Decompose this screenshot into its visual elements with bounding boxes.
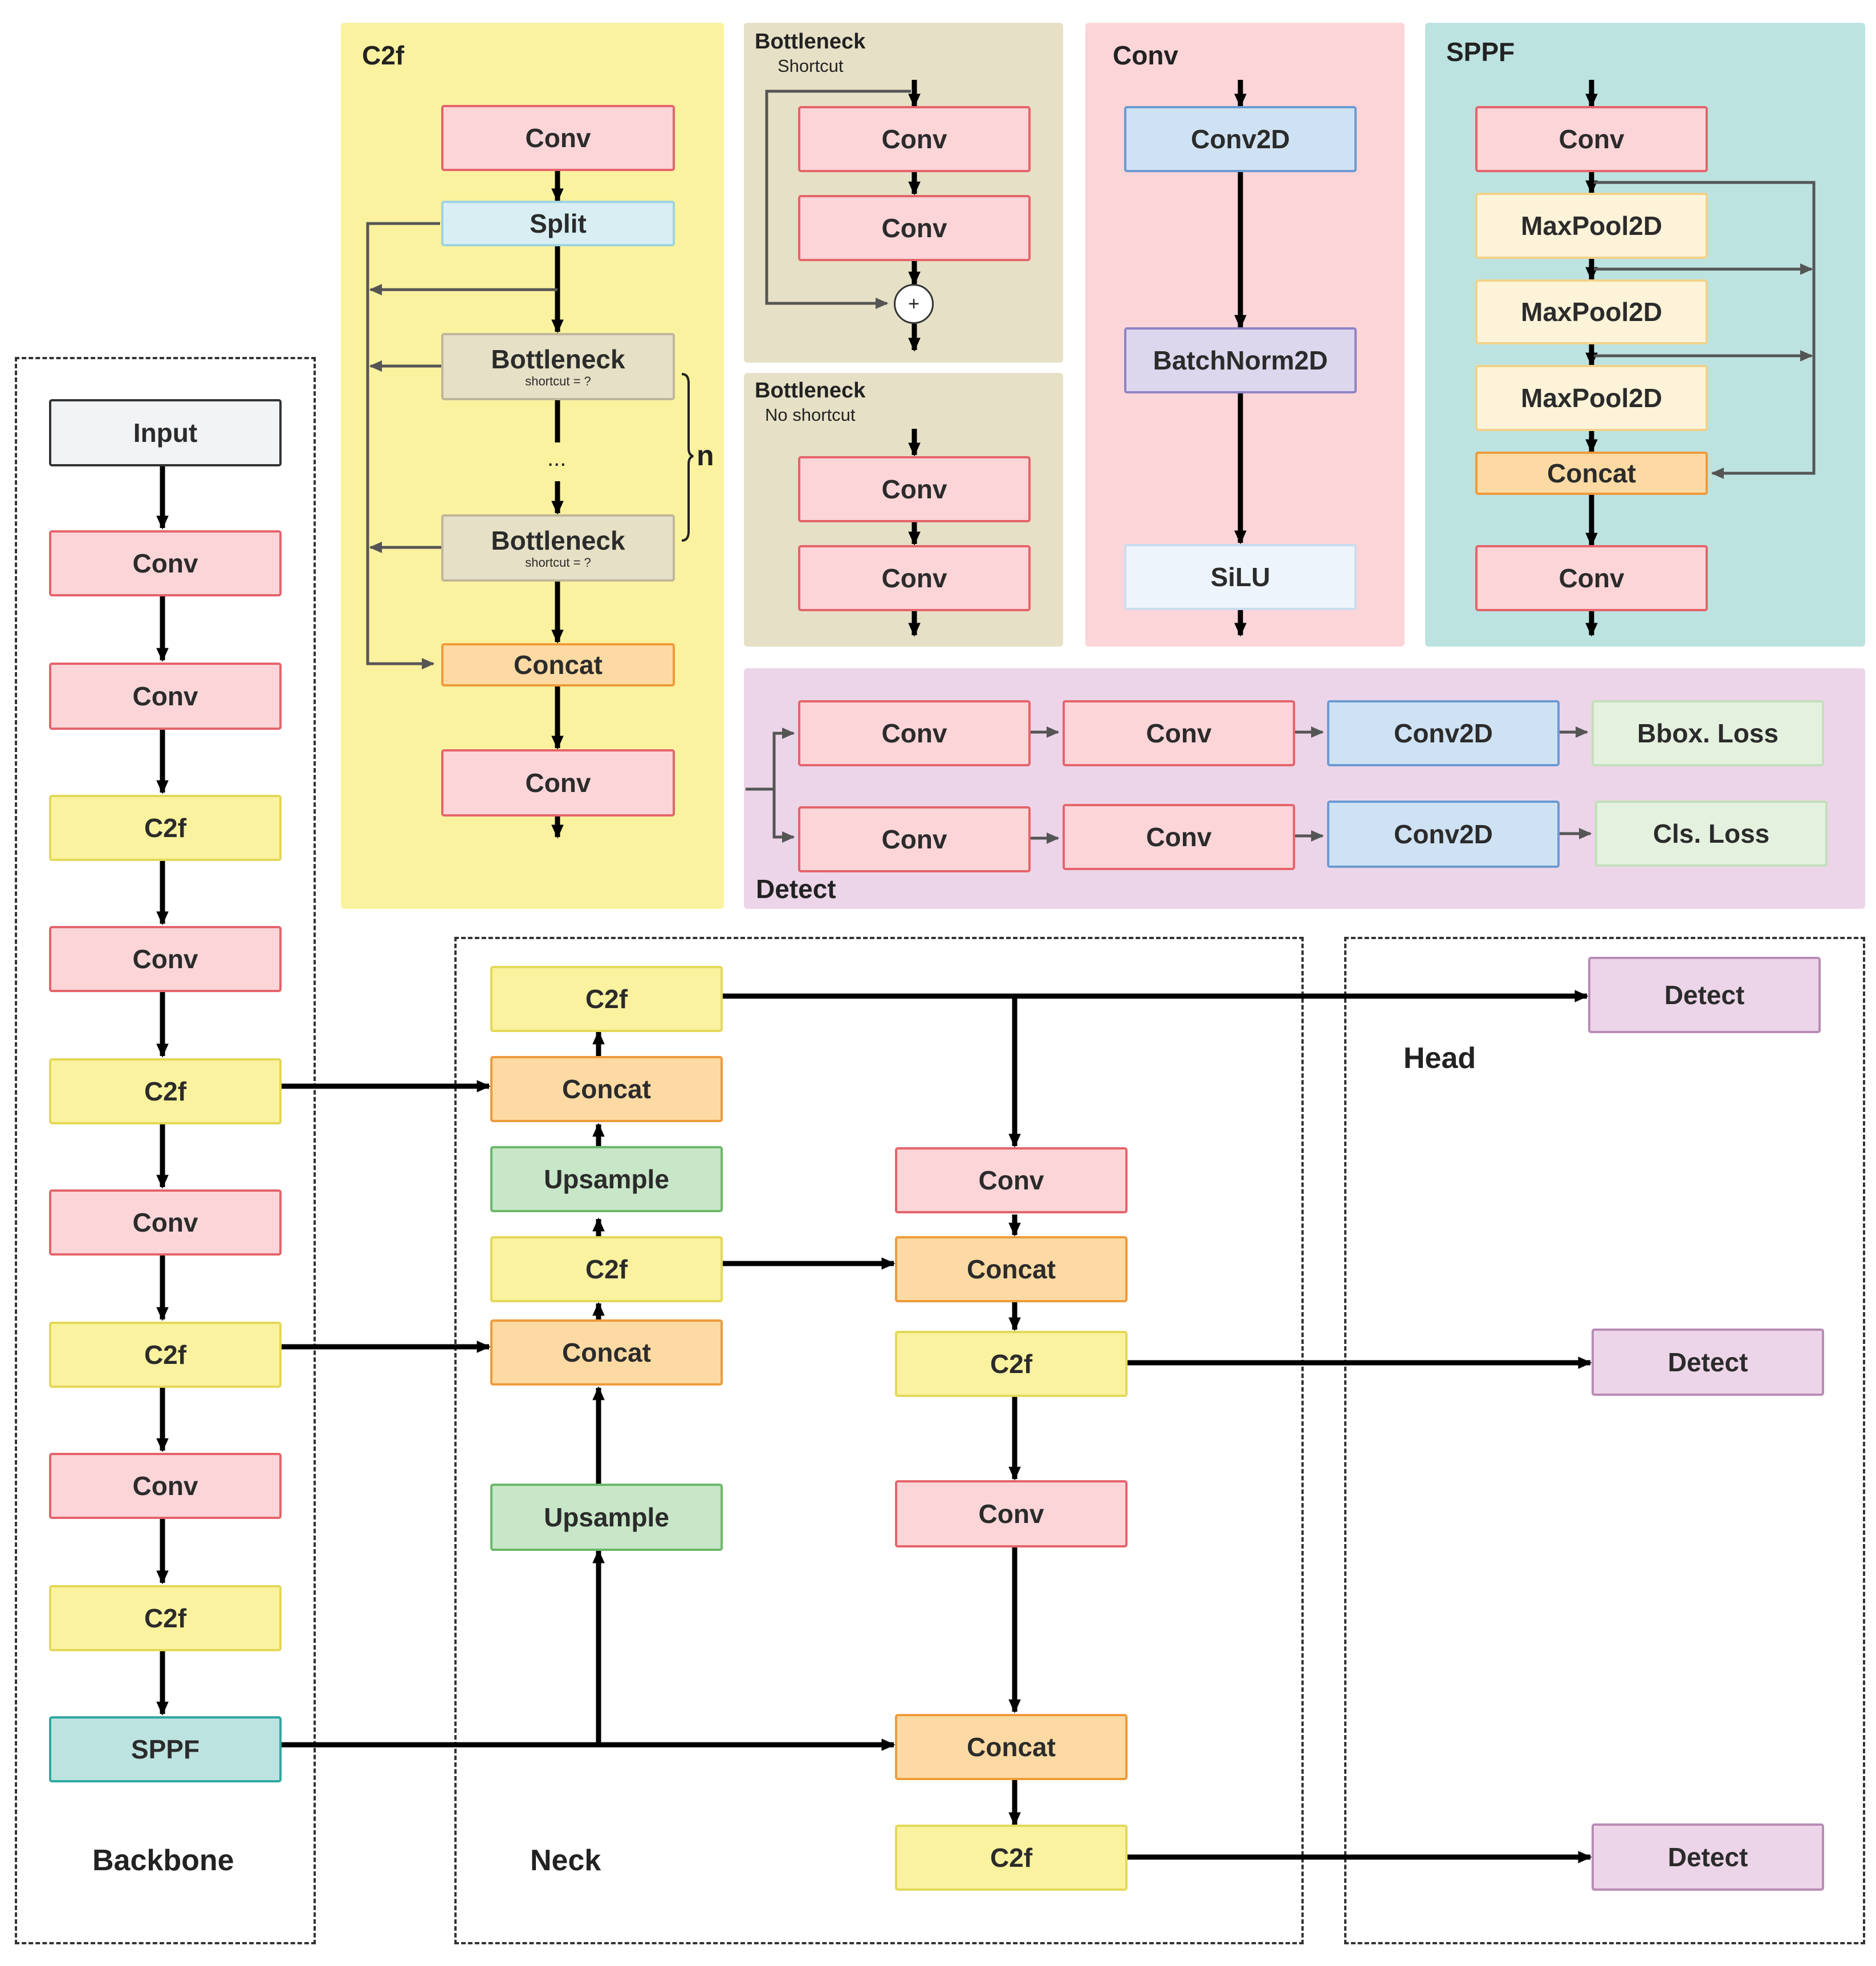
c2f-module-title: C2f	[362, 40, 405, 70]
bottleneck-shortcut-label: shortcut = ?	[525, 555, 591, 570]
bottleneck-label: Bottleneck	[491, 526, 625, 556]
detect-module-bbox-loss-block: Bbox. Loss	[1592, 700, 1824, 766]
detect-module-conv-block: Conv	[798, 700, 1031, 766]
bottleneck-label: Bottleneck	[491, 344, 625, 375]
head-section	[1344, 937, 1865, 1944]
neck-concat-block: Concat	[490, 1319, 723, 1386]
neck-conv-block: Conv	[895, 1147, 1128, 1213]
neck-label: Neck	[530, 1844, 601, 1877]
backbone-conv-block: Conv	[49, 530, 282, 596]
c2f-module-split-block: Split	[441, 201, 675, 246]
bottleneck-shortcut-conv-block: Conv	[798, 106, 1031, 172]
conv-module-title: Conv	[1113, 40, 1178, 70]
backbone-conv-block: Conv	[49, 1453, 282, 1519]
detect-module-conv2d-block: Conv2D	[1327, 700, 1560, 766]
backbone-c2f-block: C2f	[49, 795, 282, 861]
bottleneck-shortcut-label: shortcut = ?	[525, 373, 591, 388]
detect-module-conv-block: Conv	[798, 806, 1031, 872]
backbone-input-block: Input	[49, 399, 282, 466]
detect-module-conv-block: Conv	[1063, 804, 1295, 870]
detect-module-title: Detect	[756, 874, 836, 904]
c2f-module-bottleneck-block: Bottleneck shortcut = ?	[441, 514, 675, 582]
conv-module-conv2d-block: Conv2D	[1124, 106, 1357, 172]
backbone-conv-block: Conv	[49, 663, 282, 730]
neck-upsample-block: Upsample	[490, 1146, 723, 1212]
bottleneck-noshortcut-conv-block: Conv	[798, 456, 1031, 522]
neck-upsample-block: Upsample	[490, 1484, 723, 1551]
sppf-module-maxpool-block: MaxPool2D	[1475, 193, 1708, 259]
bottleneck-shortcut-subtitle: Shortcut	[778, 56, 844, 76]
backbone-section	[15, 357, 316, 1944]
neck-c2f-block: C2f	[490, 966, 723, 1032]
head-detect-block: Detect	[1592, 1329, 1824, 1396]
detect-module-cls-loss-block: Cls. Loss	[1595, 801, 1828, 867]
add-icon: +	[894, 284, 934, 324]
head-detect-block: Detect	[1592, 1823, 1824, 1891]
bottleneck-noshortcut-conv-block: Conv	[798, 545, 1031, 611]
c2f-module-conv-block: Conv	[441, 105, 675, 171]
bottleneck-noshortcut-title: Bottleneck	[755, 379, 866, 403]
c2f-module-ellipsis: ...	[547, 446, 567, 471]
neck-concat-block: Concat	[895, 1236, 1128, 1302]
c2f-module-conv-block: Conv	[441, 749, 675, 817]
bottleneck-shortcut-conv-block: Conv	[798, 195, 1031, 261]
detect-module-conv-block: Conv	[1063, 700, 1295, 766]
head-label: Head	[1403, 1042, 1476, 1075]
backbone-c2f-block: C2f	[49, 1058, 282, 1124]
backbone-c2f-block: C2f	[49, 1585, 282, 1651]
backbone-conv-block: Conv	[49, 926, 282, 992]
backbone-c2f-block: C2f	[49, 1322, 282, 1388]
sppf-module-maxpool-block: MaxPool2D	[1475, 365, 1708, 431]
neck-c2f-block: C2f	[895, 1331, 1128, 1397]
conv-module-batchnorm-block: BatchNorm2D	[1124, 327, 1357, 393]
bottleneck-shortcut-title: Bottleneck	[755, 30, 866, 54]
neck-concat-block: Concat	[490, 1056, 723, 1122]
detect-module-conv2d-block: Conv2D	[1327, 801, 1560, 868]
sppf-module-conv-block: Conv	[1475, 106, 1708, 172]
neck-c2f-block: C2f	[490, 1236, 723, 1302]
c2f-module-repeat-n-label: n	[697, 440, 714, 472]
neck-concat-block: Concat	[895, 1714, 1128, 1780]
sppf-module-title: SPPF	[1446, 37, 1515, 67]
sppf-module-maxpool-block: MaxPool2D	[1475, 279, 1708, 344]
neck-c2f-block: C2f	[895, 1825, 1128, 1891]
neck-conv-block: Conv	[895, 1480, 1128, 1547]
backbone-label: Backbone	[92, 1844, 234, 1877]
sppf-module-conv-block: Conv	[1475, 545, 1708, 611]
c2f-module-concat-block: Concat	[441, 643, 675, 687]
head-detect-block: Detect	[1588, 957, 1821, 1033]
backbone-conv-block: Conv	[49, 1189, 282, 1256]
c2f-module-bottleneck-block: Bottleneck shortcut = ?	[441, 333, 675, 400]
bottleneck-noshortcut-subtitle: No shortcut	[765, 405, 856, 425]
neck-section	[454, 937, 1304, 1944]
sppf-module-concat-block: Concat	[1475, 452, 1708, 495]
backbone-sppf-block: SPPF	[49, 1716, 282, 1782]
conv-module-silu-block: SiLU	[1124, 544, 1357, 610]
